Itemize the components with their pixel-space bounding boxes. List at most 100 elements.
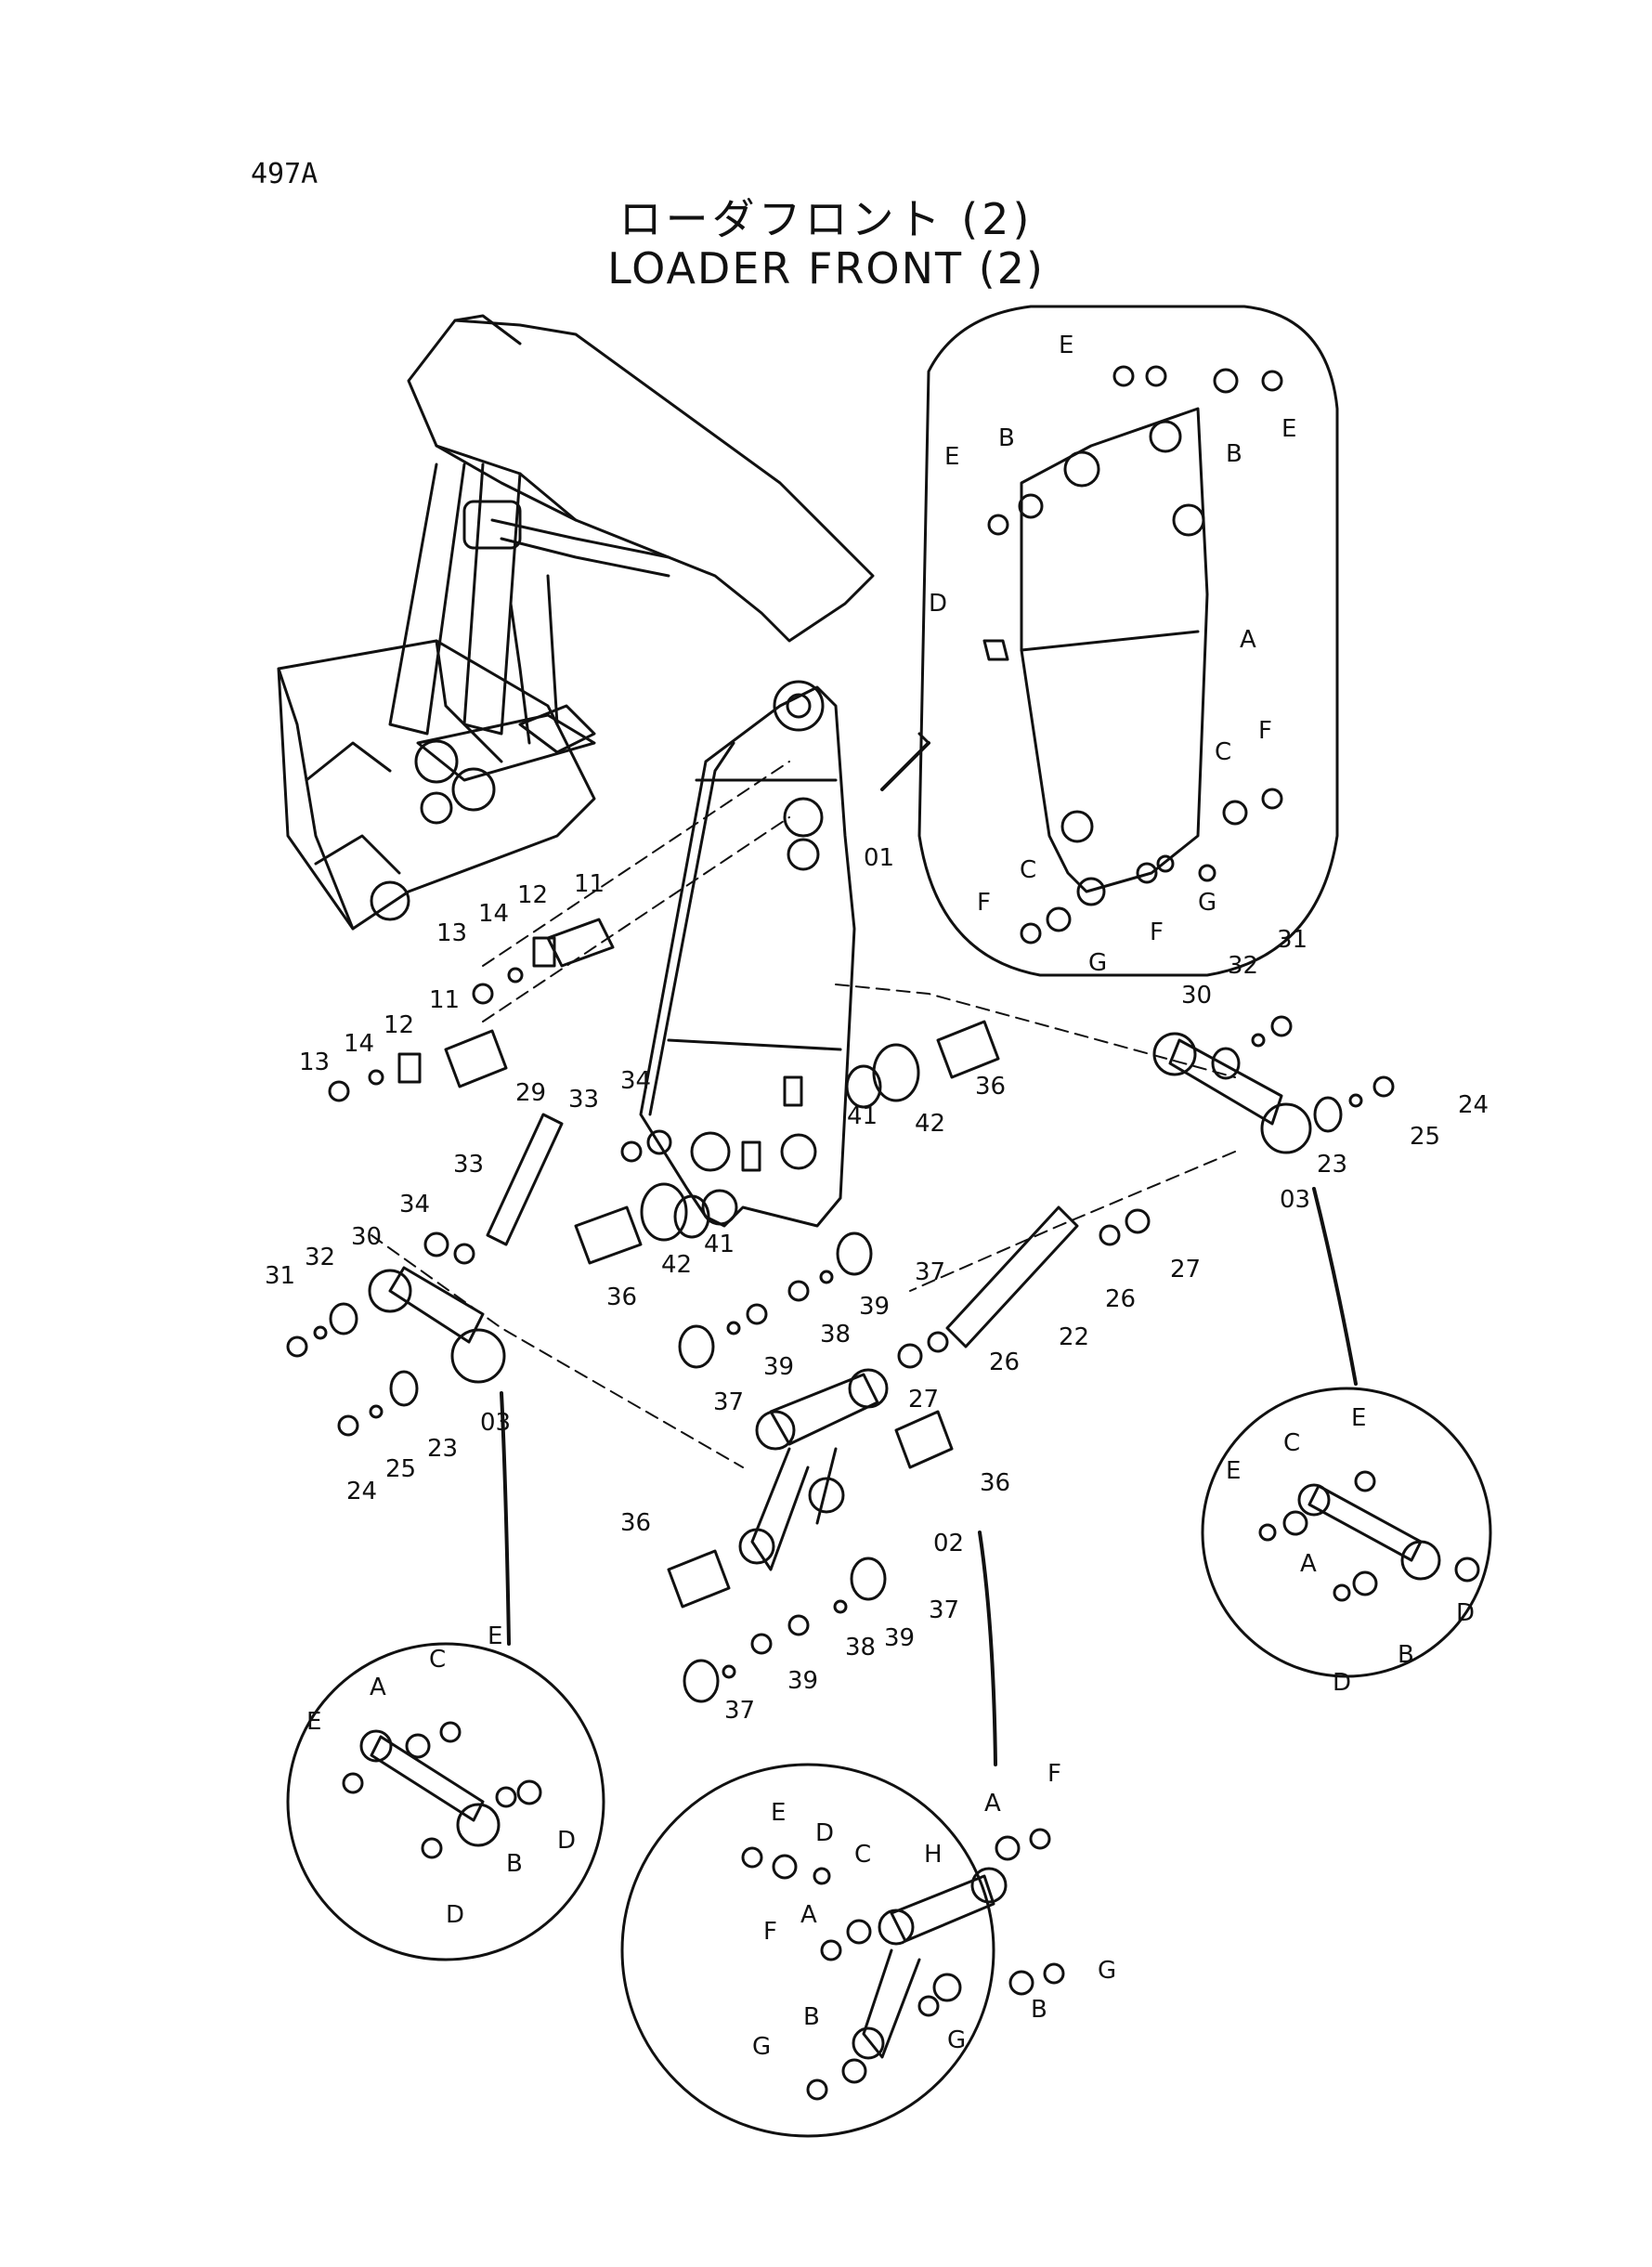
boom-arm-01	[639, 680, 856, 1228]
callout: 24	[346, 1478, 377, 1505]
exploded-small-parts	[286, 918, 1395, 1703]
detail-letters: E B E B E D A C F C F G F G E C E A D B …	[306, 332, 1475, 2061]
letter-b: B	[1226, 440, 1242, 468]
letter-d: D	[815, 1819, 834, 1847]
callout: 23	[427, 1435, 458, 1463]
letter-a: A	[370, 1674, 386, 1701]
letter-e: E	[1226, 1457, 1241, 1485]
letter-f: F	[1047, 1760, 1061, 1788]
callout: 37	[929, 1596, 959, 1624]
letter-a: A	[1240, 626, 1256, 654]
letter-b: B	[1398, 1641, 1414, 1669]
letter-g: G	[1098, 1957, 1116, 1985]
callout: 39	[859, 1293, 890, 1321]
letter-g: G	[947, 2026, 966, 2054]
callout: 37	[915, 1258, 945, 1286]
callout: 38	[845, 1634, 876, 1661]
callout: 41	[704, 1231, 735, 1258]
letter-g: G	[752, 2033, 771, 2061]
callout: 26	[1105, 1285, 1136, 1313]
callout: 32	[305, 1244, 335, 1271]
letter-e: E	[771, 1799, 786, 1827]
letter-b: B	[998, 424, 1015, 452]
callout: 12	[384, 1011, 414, 1039]
callout: 32	[1228, 952, 1258, 980]
letter-e: E	[488, 1622, 502, 1650]
callout: 12	[517, 881, 548, 909]
letter-d: D	[446, 1901, 464, 1929]
callout: 14	[344, 1030, 374, 1058]
title-japanese: ローダフロント (2)	[618, 194, 1034, 244]
detail-bellcrank	[620, 1763, 1065, 2138]
letter-c: C	[1020, 856, 1036, 884]
letter-f: F	[977, 889, 991, 917]
callout: 03	[1280, 1186, 1310, 1214]
callout: 36	[606, 1283, 637, 1311]
callout: 23	[1317, 1151, 1347, 1179]
callout: 30	[351, 1223, 382, 1251]
dashed-leader-lines	[371, 761, 1236, 1468]
callout: 39	[763, 1353, 794, 1381]
callout: 33	[453, 1151, 484, 1179]
callout: 41	[847, 1102, 878, 1130]
callout: 27	[908, 1386, 939, 1414]
letter-g: G	[1088, 949, 1107, 977]
callout: 14	[478, 900, 509, 928]
letter-f: F	[1258, 717, 1272, 745]
letter-e: E	[1351, 1404, 1366, 1432]
letter-a: A	[984, 1790, 1001, 1818]
letter-d: D	[1456, 1599, 1475, 1627]
callout: 01	[864, 844, 894, 872]
letter-d: D	[929, 590, 947, 618]
letter-e: E	[944, 443, 959, 471]
letter-c: C	[854, 1841, 871, 1869]
letter-c: C	[1283, 1429, 1300, 1457]
callout: 13	[299, 1049, 330, 1076]
detail-link-left	[286, 1642, 605, 1961]
letter-e: E	[306, 1708, 321, 1736]
detail-boom-arm	[917, 305, 1339, 977]
callout: 42	[661, 1251, 692, 1279]
letter-e: E	[1281, 415, 1296, 443]
letter-f: F	[763, 1918, 777, 1946]
letter-d: D	[557, 1827, 576, 1855]
callout: 30	[1181, 982, 1212, 1010]
callout: 29	[515, 1079, 546, 1107]
letter-b: B	[1031, 1996, 1047, 2024]
letter-b: B	[803, 2003, 820, 2031]
letter-c: C	[429, 1646, 446, 1674]
callout: 39	[787, 1667, 818, 1695]
callout: 37	[724, 1697, 755, 1725]
callout: 36	[980, 1469, 1010, 1497]
callout: 37	[713, 1388, 744, 1416]
callout-labels: 01 02 03 03 11 11 12 12 13 13 14 14 22 2…	[265, 332, 1489, 2061]
callout: 27	[1170, 1256, 1201, 1283]
callout: 26	[989, 1348, 1020, 1376]
letter-h: H	[924, 1841, 943, 1869]
callout: 36	[620, 1509, 651, 1537]
callout: 25	[385, 1455, 416, 1483]
letter-g: G	[1198, 889, 1216, 917]
detail-connector-lines	[500, 741, 1358, 1766]
letter-b: B	[506, 1850, 523, 1878]
callout: 31	[265, 1262, 295, 1290]
letter-a: A	[1300, 1550, 1317, 1578]
letter-d: D	[1333, 1669, 1351, 1697]
callout: 24	[1458, 1091, 1489, 1119]
callout: 11	[429, 986, 460, 1014]
callout: 42	[915, 1110, 945, 1138]
machine-body-context	[277, 314, 875, 931]
letter-e: E	[1059, 332, 1073, 359]
callout: 25	[1410, 1123, 1440, 1151]
callout: 36	[975, 1073, 1006, 1101]
callout: 03	[480, 1409, 511, 1437]
detail-link-right	[1201, 1387, 1492, 1678]
callout: 13	[436, 919, 467, 947]
callout: 02	[933, 1530, 964, 1557]
callout: 38	[820, 1321, 851, 1348]
page-number: 497A	[251, 158, 319, 190]
title-english: LOADER FRONT (2)	[607, 243, 1045, 293]
letter-c: C	[1215, 738, 1231, 766]
callout: 34	[399, 1191, 430, 1218]
